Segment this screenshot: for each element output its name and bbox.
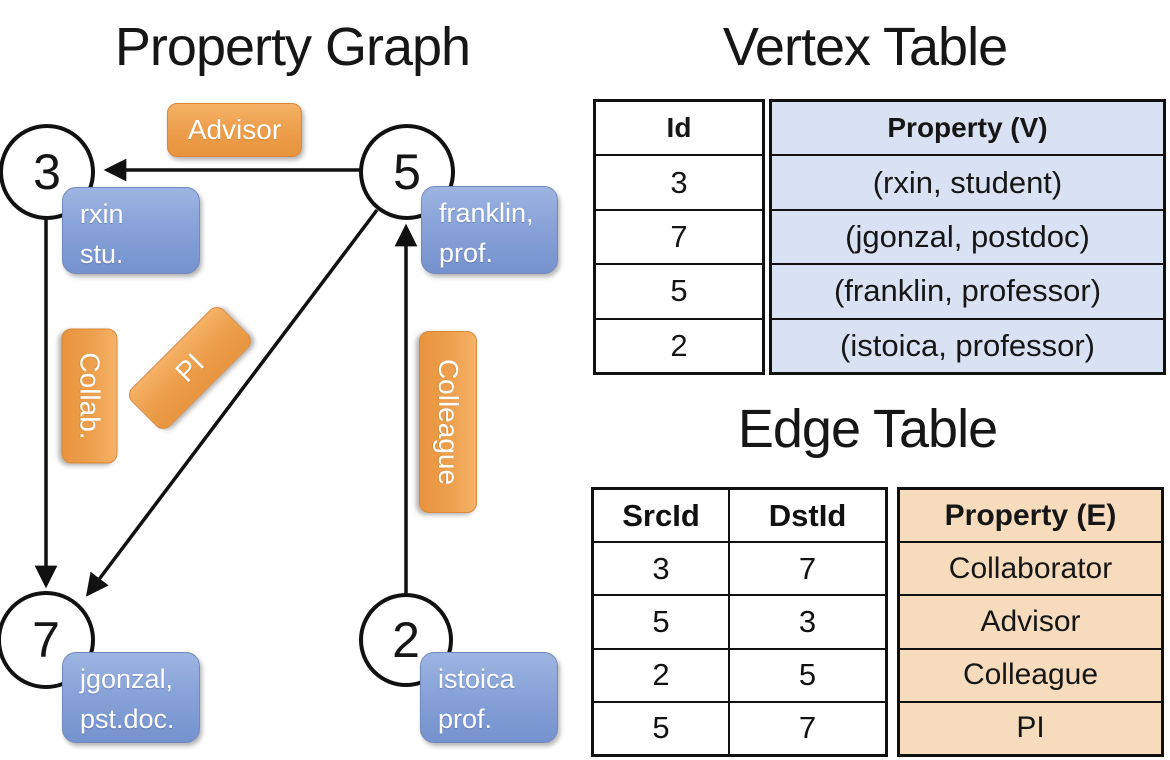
vertex-property-box-franklin: franklin, prof. [421,186,558,274]
edge-table-dst-cell: 7 [798,550,817,586]
edge-table-header-property: Property (E) [944,498,1117,532]
vertex-property-line: stu. [80,239,124,269]
vertex-table-id-cell: 7 [596,208,762,263]
edge-table-src-cell: 5 [594,702,730,755]
vertex-node-5-id: 5 [393,144,421,200]
edge-table-src-cell: 2 [594,649,730,701]
vertex-property-line: prof. [438,704,493,734]
vertex-table-id-column: Id 3 7 5 2 [593,99,765,375]
vertex-property-line: franklin, [439,198,534,228]
edge-table-src-dst-columns: SrcId DstId 3 7 5 3 2 5 5 7 [591,487,888,757]
edge-table-property-cell: Advisor [900,594,1161,647]
edge-table-src-cell: 5 [594,596,730,648]
vertex-table-header-property: Property (V) [887,112,1048,144]
vertex-table-property-cell: (franklin, professor) [772,263,1163,317]
property-graph-title: Property Graph [114,17,471,77]
vertex-table-id-cell: 2 [596,317,762,372]
vertex-property-line: istoica [438,664,515,694]
vertex-node-7-id: 7 [32,612,60,668]
edge-table-dst-cell: 5 [798,657,817,693]
vertex-property-line: pst.doc. [80,704,175,734]
vertex-table-property-cell: (istoica, professor) [772,317,1163,372]
vertex-table-property-column: Property (V) (rxin, student) (jgonzal, p… [769,99,1166,375]
vertex-property-line: jgonzal, [80,664,174,694]
vertex-table-property-cell: (jgonzal, postdoc) [772,208,1163,263]
edge-table-header-srcid: SrcId [594,490,730,542]
vertex-property-box-rxin: rxin stu. [62,187,200,274]
vertex-table-header-id: Id [666,112,692,144]
vertex-node-2-id: 2 [392,612,420,668]
vertex-table-title: Vertex Table [722,17,1008,77]
vertex-property-box-jgonzal: jgonzal, pst.doc. [62,652,200,743]
edge-table-property-cell: Colleague [900,647,1161,701]
edge-table-src-cell: 3 [594,543,730,595]
edge-table-dst-cell: 3 [798,604,817,639]
edge-label-collab: Collab. [61,328,118,464]
edge-table-title: Edge Table [737,399,998,459]
edge-table-property-cell: PI [900,700,1161,754]
vertex-property-line: rxin [80,199,124,229]
edge-table-property-cell: Collaborator [900,541,1161,594]
vertex-node-3-id: 3 [33,144,61,200]
vertex-table-property-cell: (rxin, student) [772,154,1163,208]
edge-table-property-column: Property (E) Collaborator Advisor Collea… [897,487,1164,757]
vertex-table-id-cell: 3 [596,154,762,208]
property-graph-diagram: 3 5 7 2 [0,124,455,689]
edge-arrow-5-to-7 [85,208,379,597]
edge-label-colleague: Colleague [419,331,477,513]
edge-label-advisor: Advisor [167,103,302,157]
edge-table-dst-cell: 7 [798,710,817,746]
vertex-property-line: prof. [439,238,494,268]
vertex-property-box-istoica: istoica prof. [420,652,558,743]
vertex-table-id-cell: 5 [596,263,762,317]
edge-table-header-dstid: DstId [768,497,847,533]
